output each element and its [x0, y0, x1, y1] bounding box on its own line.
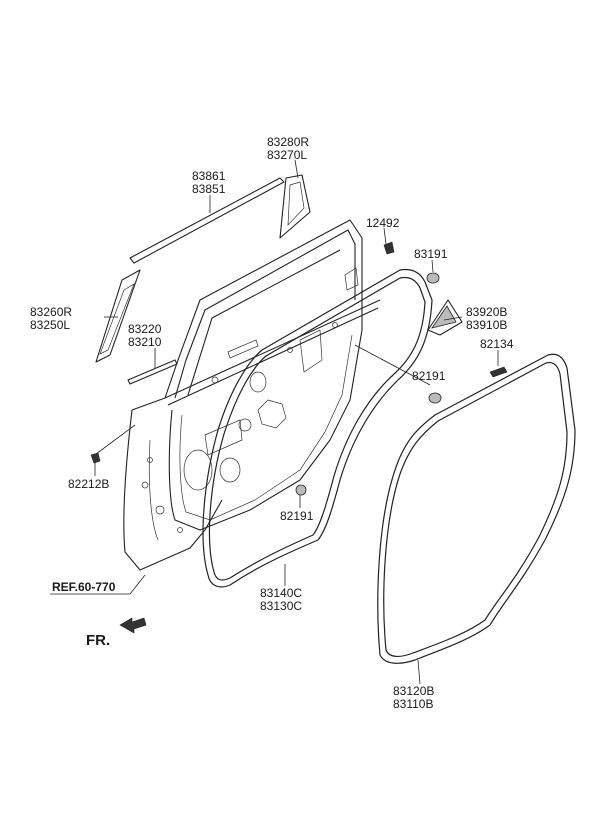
- label-83861: 83861: [192, 169, 226, 183]
- label-83220: 83220: [128, 322, 162, 336]
- plug-82191-lower: [295, 484, 307, 496]
- belt-moulding: [127, 359, 178, 385]
- label-83120B: 83120B: [393, 684, 434, 698]
- ref-leader: [129, 574, 146, 595]
- label-fr: FR.: [86, 632, 110, 649]
- upper-channel-strip: [129, 177, 285, 264]
- label-ref: REF.60-770: [52, 580, 116, 594]
- clip-12492: [383, 241, 395, 255]
- label-83191: 83191: [414, 247, 448, 261]
- leader-lines: [94, 159, 499, 685]
- label-83140C: 83140C: [260, 586, 302, 600]
- corner-garnish-upper: [279, 174, 311, 239]
- plug-82191-upper: [428, 392, 442, 404]
- label-82191-lower: 82191: [280, 509, 314, 523]
- label-83110B: 83110B: [393, 697, 433, 711]
- label-83270L: 83270L: [267, 148, 307, 162]
- label-83910B: 83910B: [466, 318, 507, 332]
- label-82191-upper: 82191: [412, 369, 446, 383]
- label-83280R: 83280R: [267, 135, 309, 149]
- door-shell: [123, 219, 381, 571]
- label-83920B: 83920B: [466, 305, 507, 319]
- label-12492: 12492: [366, 216, 400, 230]
- front-garnish: [95, 269, 141, 363]
- label-82134: 82134: [480, 337, 514, 351]
- label-83210: 83210: [128, 335, 162, 349]
- body-seal-outer: [377, 353, 576, 664]
- label-83250L: 83250L: [30, 318, 70, 332]
- pad-82134: [489, 366, 508, 378]
- label-83851: 83851: [192, 182, 226, 196]
- label-82212B: 82212B: [68, 477, 109, 491]
- label-83260R: 83260R: [30, 305, 72, 319]
- plug-83191: [426, 272, 440, 284]
- front-arrow-icon: [119, 617, 147, 634]
- clip-82212B: [90, 452, 101, 464]
- door-seal-inner: [202, 268, 433, 588]
- label-83130C: 83130C: [260, 599, 302, 613]
- rear-corner-garnish: [427, 299, 463, 336]
